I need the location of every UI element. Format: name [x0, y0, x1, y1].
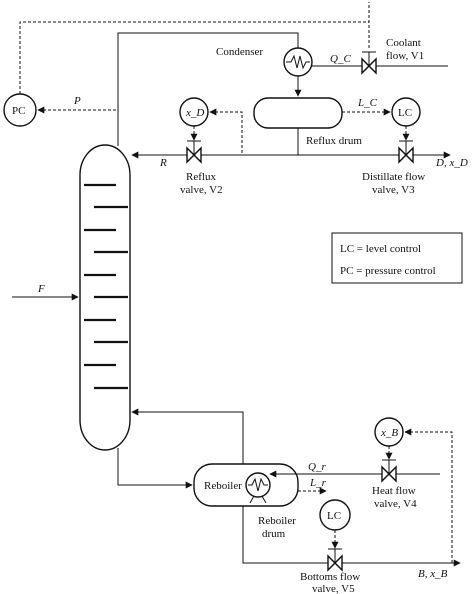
reboiler-drum-label-2: drum: [262, 528, 286, 540]
reboiler-drum-label-1: Reboiler: [258, 515, 296, 527]
bottoms-valve-icon[interactable]: [327, 548, 343, 572]
bottoms-line: [242, 506, 461, 567]
distillate-valve-label-1: Distillate flow: [362, 171, 425, 183]
legend-pc: PC = pressure control: [340, 265, 436, 277]
reboiler-label: Reboiler: [204, 480, 242, 492]
xd-controller-label: x_D: [185, 107, 204, 119]
condenser-icon: [283, 47, 313, 77]
heat-valve-icon[interactable]: [381, 459, 397, 483]
overhead-vapor-line: [117, 32, 299, 146]
condenser-label: Condenser: [216, 46, 263, 58]
heat-valve-label-1: Heat flow: [372, 485, 416, 497]
p-label: P: [73, 95, 81, 107]
distillate-valve-icon[interactable]: [398, 140, 414, 164]
column-bottoms-line: [117, 448, 193, 489]
lc-top-label: LC: [398, 107, 412, 119]
distillate-out-label: D, x_D: [435, 157, 468, 169]
heat-valve-label-2: valve, V4: [374, 498, 417, 510]
coolant-flow-label-1: Coolant: [386, 37, 421, 49]
coolant-valve-icon[interactable]: [361, 51, 377, 75]
legend-box: LC = level control PC = pressure control: [331, 232, 463, 284]
vapor-return-line: [131, 408, 244, 464]
l-c-label: L_C: [357, 97, 378, 109]
reflux-flow-label: R: [159, 157, 167, 169]
xd-measurement-signal: [209, 108, 243, 153]
reflux-drum: [253, 97, 343, 129]
xb-measurement-signal: [404, 428, 453, 563]
reflux-valve-icon[interactable]: [186, 140, 202, 164]
l-r-label: L_r: [309, 477, 327, 489]
reboiler-icon: [245, 472, 271, 504]
bottoms-valve-label-1: Bottoms flow: [300, 571, 360, 583]
pc-signal-to-v1: [19, 2, 370, 94]
coolant-flow-label-2: flow, V1: [386, 50, 424, 62]
column-trays: [84, 183, 128, 390]
legend-lc: LC = level control: [340, 243, 421, 255]
pc-controller-label: PC: [12, 105, 25, 117]
q-r-label: Q_r: [308, 461, 326, 473]
q-c-label: Q_C: [330, 53, 351, 65]
bottoms-out-label: B, x_B: [418, 568, 448, 580]
reflux-valve-label-1: Reflux: [186, 171, 216, 183]
reflux-valve-label-2: valve, V2: [180, 184, 223, 196]
bottoms-valve-label-2: valve, V5: [312, 583, 355, 594]
lc-bottom-label: LC: [327, 510, 341, 522]
feed-label: F: [37, 283, 45, 295]
xb-controller-label: x_B: [380, 427, 398, 439]
reflux-drum-label: Reflux drum: [306, 135, 362, 147]
distillate-valve-label-2: valve, V3: [372, 184, 415, 196]
